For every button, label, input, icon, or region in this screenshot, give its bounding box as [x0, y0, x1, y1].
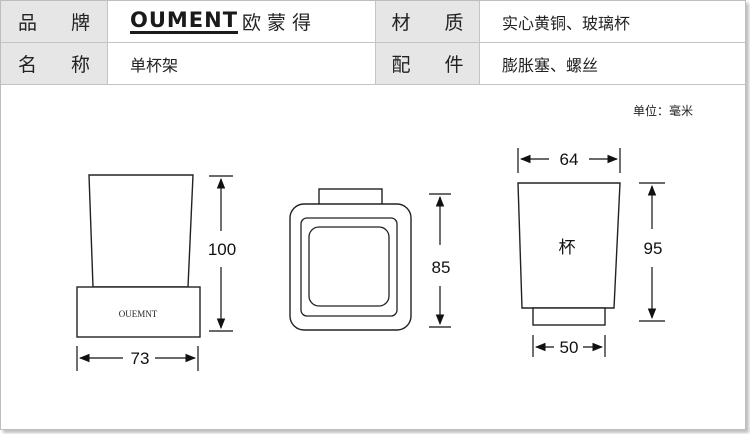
- brand-logo-text: OUMENT: [130, 7, 239, 34]
- front-base-text: OUEMNT: [119, 309, 158, 319]
- material-label: 材 质: [375, 1, 479, 43]
- accessory-label: 配 件: [375, 43, 479, 85]
- brand-logo: OUMENT 欧蒙得: [130, 8, 317, 35]
- name-label: 名 称: [1, 43, 107, 85]
- technical-drawing: OUEMNT 100 73 85: [76, 148, 665, 371]
- name-value: 单杯架: [107, 43, 375, 85]
- spec-table: 品 牌 OUMENT 欧蒙得 材 质 实心黄铜、玻璃杯 名 称 单杯架 配 件 …: [1, 1, 745, 85]
- front-view: OUEMNT 100 73: [76, 174, 236, 371]
- brand-cn-text: 欧蒙得: [242, 12, 318, 34]
- unit-note: 单位：毫米: [633, 104, 694, 118]
- cup-view: 杯 64 95 50: [517, 148, 665, 357]
- cup-bottom-width-label: 50: [560, 338, 579, 357]
- cup-body: [517, 182, 621, 309]
- material-value: 实心黄铜、玻璃杯: [479, 1, 745, 43]
- cup-base: [532, 307, 606, 326]
- cup-top-width-label: 64: [560, 150, 579, 169]
- cup-height-label: 95: [644, 239, 663, 258]
- front-width-label: 73: [131, 349, 150, 368]
- top-bracket: [318, 188, 383, 206]
- front-glass: [88, 174, 194, 288]
- top-depth-label: 85: [432, 258, 451, 277]
- front-base: [76, 286, 201, 338]
- top-view: 85: [289, 188, 451, 331]
- brand-value: OUMENT 欧蒙得: [107, 1, 375, 43]
- cup-label: 杯: [559, 238, 576, 258]
- front-height-label: 100: [208, 240, 236, 259]
- accessory-value: 膨胀塞、螺丝: [479, 43, 745, 85]
- top-inner: [308, 226, 390, 307]
- brand-label: 品 牌: [1, 1, 107, 43]
